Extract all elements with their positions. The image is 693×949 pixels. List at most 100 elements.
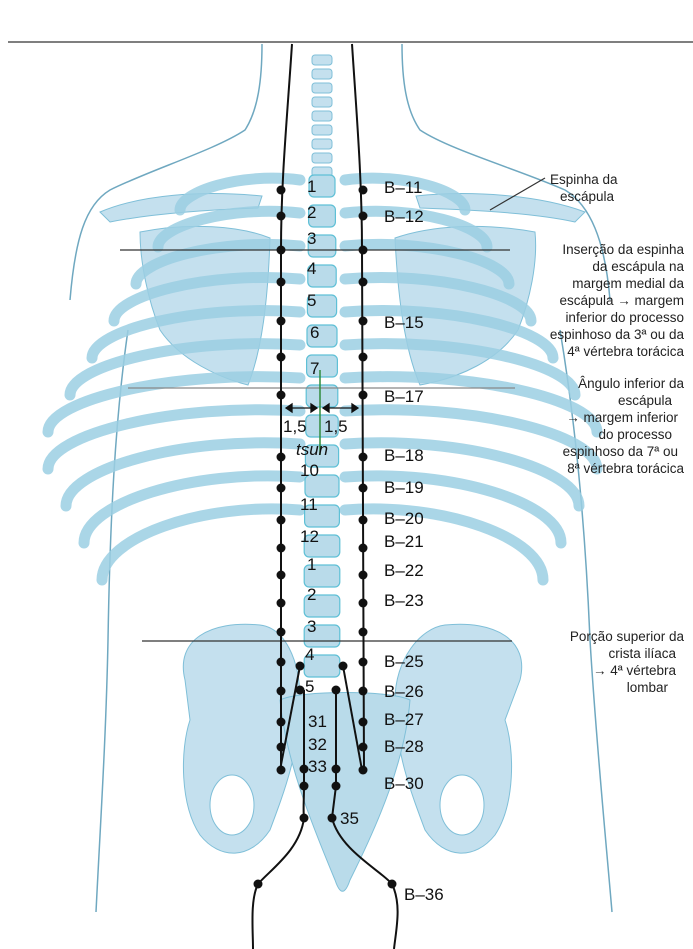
acupoint-left-19 <box>277 766 286 775</box>
point-b21: B–21 <box>384 532 424 551</box>
svg-text:crista ilíaca: crista ilíaca <box>608 646 676 661</box>
point-b36: B–36 <box>404 885 444 904</box>
acupoint-sacral-12 <box>388 880 397 889</box>
svg-text:escápula: escápula <box>618 393 673 408</box>
acupoint-left-2 <box>277 212 286 221</box>
acupoint-right-2 <box>359 212 368 221</box>
rib-left-6 <box>70 344 300 395</box>
svg-text:lombar: lombar <box>627 680 669 695</box>
measure-right: 1,5 <box>324 417 348 436</box>
acupoint-left-5 <box>277 317 286 326</box>
svg-text:8ª vértebra torácica: 8ª vértebra torácica <box>567 461 684 476</box>
acupoint-left-7 <box>277 391 286 400</box>
thoracic-3: 3 <box>307 229 316 248</box>
acupoint-right-7 <box>359 391 368 400</box>
acupoint-right-16 <box>359 687 368 696</box>
acupoint-right-6 <box>359 353 368 362</box>
point-b26: B–26 <box>384 682 424 701</box>
measure-unit: tsun <box>296 440 328 459</box>
point-b23: B–23 <box>384 591 424 610</box>
svg-text:4ª vértebra torácica: 4ª vértebra torácica <box>567 344 684 359</box>
acupoint-right-18 <box>359 743 368 752</box>
acupoint-sacral-3 <box>296 686 305 695</box>
acupoint-left-4 <box>277 278 286 287</box>
acupoint-right-5 <box>359 317 368 326</box>
thoracic-4: 4 <box>307 259 316 278</box>
sacral-33: 33 <box>308 757 327 776</box>
point-b12: B–12 <box>384 207 424 226</box>
acupoint-right-4 <box>359 278 368 287</box>
svg-text:do processo: do processo <box>598 427 672 442</box>
cervical-vertebra <box>312 97 332 107</box>
lumbar-2: 2 <box>307 585 316 604</box>
point-b11: B–11 <box>384 178 422 197</box>
acupoint-sacral-1 <box>296 662 305 671</box>
acupoint-right-17 <box>359 718 368 727</box>
svg-text:Espinha da: Espinha da <box>550 172 618 187</box>
point-b25: B–25 <box>384 652 424 671</box>
svg-text:→ margem inferior: → margem inferior <box>566 410 678 425</box>
acupoint-left-16 <box>277 687 286 696</box>
lumbar-4: 4 <box>305 645 314 664</box>
acupoint-right-12 <box>359 571 368 580</box>
annotation-iliac-crest: Porção superior da crista ilíaca → 4ª vé… <box>570 629 685 695</box>
rib-left-11 <box>102 509 300 580</box>
acupoint-right-10 <box>359 516 368 525</box>
annotation-spine-insertion: Inserção da espinha da escápula na marge… <box>550 242 685 359</box>
svg-text:Ângulo inferior da: Ângulo inferior da <box>578 376 684 391</box>
point-b17: B–17 <box>384 387 424 406</box>
thoracic-5: 5 <box>307 291 316 310</box>
rib-right-11 <box>345 509 543 580</box>
acupoint-left-9 <box>277 484 286 493</box>
acupoint-right-9 <box>359 484 368 493</box>
thoracic-1: 1 <box>307 177 316 196</box>
obturator-right <box>440 775 484 835</box>
acupoint-left-14 <box>277 628 286 637</box>
lumbar-3: 3 <box>307 617 316 636</box>
acupoint-sacral-10 <box>328 814 337 823</box>
cervical-vertebra <box>312 69 332 79</box>
acupoint-sacral-4 <box>332 686 341 695</box>
svg-text:Porção superior da: Porção superior da <box>570 629 685 644</box>
lumbar-1: 1 <box>307 555 316 574</box>
svg-text:escápula: escápula <box>560 189 615 204</box>
lumbar-5: 5 <box>305 677 314 696</box>
cervical-vertebra <box>312 83 332 93</box>
sacral-35: 35 <box>340 809 359 828</box>
acupoint-right-13 <box>359 599 368 608</box>
thoracic-10: 10 <box>300 461 319 480</box>
thoracic-6: 6 <box>310 323 319 342</box>
acupoint-sacral-9 <box>300 814 309 823</box>
acupoint-left-3 <box>277 246 286 255</box>
acupoint-right-14 <box>359 628 368 637</box>
point-b18: B–18 <box>384 446 424 465</box>
obturator-left <box>210 775 254 835</box>
acupoint-right-3 <box>359 246 368 255</box>
sacral-32: 32 <box>308 735 327 754</box>
svg-text:espinhoso da 3ª ou da: espinhoso da 3ª ou da <box>550 327 685 342</box>
sacral-31: 31 <box>308 712 327 731</box>
acupoint-sacral-11 <box>254 880 263 889</box>
svg-text:Inserção da espinha: Inserção da espinha <box>562 242 684 257</box>
point-b15: B–15 <box>384 313 424 332</box>
point-b20: B–20 <box>384 509 424 528</box>
point-b22: B–22 <box>384 561 424 580</box>
acupoint-left-1 <box>277 186 286 195</box>
acupoint-left-12 <box>277 571 286 580</box>
acupoint-right-8 <box>359 453 368 462</box>
point-b30: B–30 <box>384 774 424 793</box>
svg-text:inferior do processo: inferior do processo <box>565 310 684 325</box>
acupoint-left-8 <box>277 453 286 462</box>
acupoint-left-10 <box>277 516 286 525</box>
cervical-vertebra <box>312 139 332 149</box>
point-b19: B–19 <box>384 478 424 497</box>
acupoint-sacral-7 <box>300 782 309 791</box>
svg-text:escápula → margem: escápula → margem <box>559 293 684 308</box>
cervical-vertebra <box>312 111 332 121</box>
acupoint-sacral-2 <box>339 662 348 671</box>
acupoint-left-18 <box>277 743 286 752</box>
svg-text:da escápula na: da escápula na <box>592 259 684 274</box>
acupoint-left-13 <box>277 599 286 608</box>
svg-text:espinhoso da 7ª ou: espinhoso da 7ª ou <box>563 444 678 459</box>
